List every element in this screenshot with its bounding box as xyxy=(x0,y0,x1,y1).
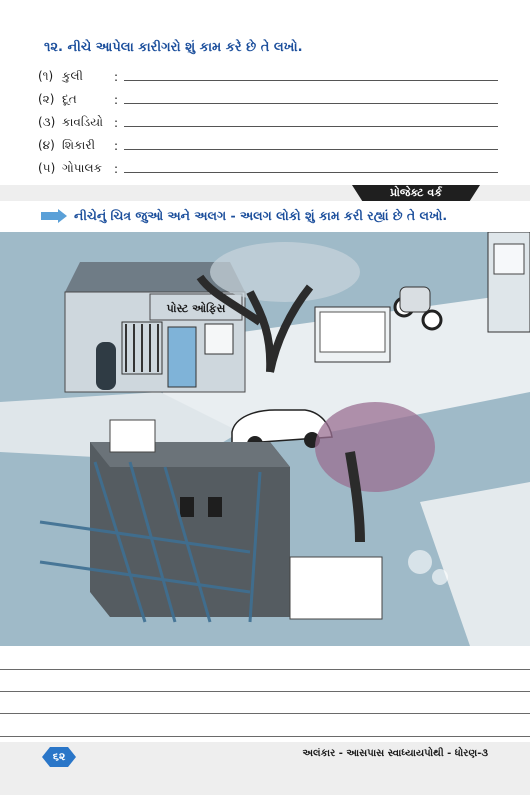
answer-line[interactable] xyxy=(124,116,498,127)
answer-row-4: (૪) શિકારી : xyxy=(38,133,498,153)
construction-building xyxy=(39,419,383,623)
writing-line[interactable] xyxy=(0,736,530,737)
item-word: દૂત xyxy=(62,92,77,106)
item-word: કાવડિયો xyxy=(62,115,104,129)
item-colon: : xyxy=(114,93,119,107)
item-word: કુલી xyxy=(62,69,83,83)
project-work-tab: પ્રોજેક્ટ વર્ક xyxy=(352,185,480,201)
arrow-right-icon xyxy=(41,209,67,223)
writing-line[interactable] xyxy=(0,713,530,714)
answer-row-1: (૧) કુલી : xyxy=(38,64,498,84)
question-title: ૧૨. નીચે આપેલા કારીગરો શું કામ કરે છે તે… xyxy=(44,40,303,55)
page-badge-icon xyxy=(42,747,76,767)
item-colon: : xyxy=(114,116,119,130)
answer-line[interactable] xyxy=(124,162,498,173)
writing-line[interactable] xyxy=(0,669,530,670)
post-office-building: પોસ્ટ ઓફિસ xyxy=(64,262,246,393)
item-number: (૫) xyxy=(38,161,56,175)
instruction-text: નીચેનું ચિત્ર જુઓ અને અલગ - અલગ લોકો શું… xyxy=(74,208,448,223)
instruction-row: નીચેનું ચિત્ર જુઓ અને અલગ - અલગ લોકો શું… xyxy=(40,205,530,227)
answer-line[interactable] xyxy=(124,93,498,104)
item-number: (૩) xyxy=(38,115,56,129)
flowering-tree xyxy=(315,402,435,543)
item-number: (૪) xyxy=(38,138,55,152)
footer-text: અલંકાર - આસપાસ સ્વાધ્યાયપોથી - ધોરણ-૩ xyxy=(302,748,489,759)
tree-top xyxy=(196,242,360,373)
answer-line[interactable] xyxy=(124,139,498,150)
page-number: ૬૨ xyxy=(52,750,66,763)
writing-line[interactable] xyxy=(0,691,530,692)
answer-row-3: (૩) કાવડિયો : xyxy=(38,110,498,130)
answer-line[interactable] xyxy=(124,70,498,81)
answer-row-2: (૨) દૂત : xyxy=(38,87,498,107)
item-word: શિકારી xyxy=(62,138,96,152)
item-colon: : xyxy=(114,70,119,84)
item-colon: : xyxy=(114,139,119,153)
footer-band xyxy=(0,742,530,795)
answer-row-5: (૫) ગોપાલક : xyxy=(38,156,498,176)
item-number: (૨) xyxy=(38,92,55,106)
item-colon: : xyxy=(114,162,119,176)
item-number: (૧) xyxy=(38,69,54,83)
item-word: ગોપાલક xyxy=(62,161,103,175)
post-office-sign: પોસ્ટ ઓફિસ xyxy=(167,301,226,315)
street-scene-illustration: પોસ્ટ ઓફિસ xyxy=(0,232,530,646)
